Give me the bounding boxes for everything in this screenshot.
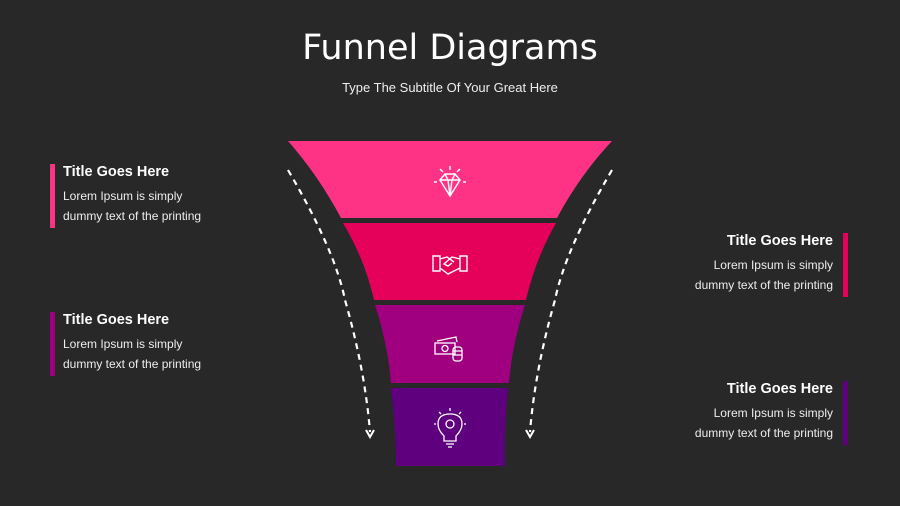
- info-block-left-2: Title Goes Here Lorem Ipsum is simply du…: [50, 312, 233, 376]
- accent-bar: [50, 164, 55, 228]
- info-block-right-1: Title Goes Here Lorem Ipsum is simply du…: [680, 233, 848, 297]
- diamond-icon: [434, 166, 466, 198]
- block-text-line1: Lorem Ipsum is simply: [63, 189, 183, 203]
- accent-bar: [843, 233, 848, 297]
- block-text-line2: dummy text of the printing: [694, 426, 833, 440]
- block-title: Title Goes Here: [726, 381, 833, 397]
- block-title: Title Goes Here: [726, 233, 833, 249]
- money-icon: [434, 336, 463, 362]
- block-text-line2: dummy text of the printing: [694, 278, 833, 292]
- funnel-stage-3: [375, 305, 525, 383]
- info-block-left-1: Title Goes Here Lorem Ipsum is simply du…: [50, 164, 233, 228]
- page-subtitle: Type The Subtitle Of Your Great Here: [342, 80, 558, 95]
- funnel-stage-2: [343, 223, 556, 300]
- accent-bar: [50, 312, 55, 376]
- block-text-line1: Lorem Ipsum is simply: [713, 258, 833, 272]
- block-text-line2: dummy text of the printing: [63, 209, 202, 223]
- lightbulb-gear-icon: [434, 408, 466, 448]
- block-text-line2: dummy text of the printing: [63, 357, 202, 371]
- info-block-right-2: Title Goes Here Lorem Ipsum is simply du…: [680, 381, 848, 445]
- left-arrowhead: [365, 429, 375, 440]
- accent-bar: [843, 381, 848, 445]
- right-arrowhead: [525, 429, 535, 440]
- block-title: Title Goes Here: [63, 312, 170, 328]
- handshake-icon: [432, 255, 468, 275]
- block-text-line1: Lorem Ipsum is simply: [63, 337, 183, 351]
- funnel-stage-4: [391, 388, 508, 466]
- block-text-line1: Lorem Ipsum is simply: [713, 406, 833, 420]
- page-title: Funnel Diagrams: [302, 28, 598, 68]
- block-title: Title Goes Here: [63, 164, 170, 180]
